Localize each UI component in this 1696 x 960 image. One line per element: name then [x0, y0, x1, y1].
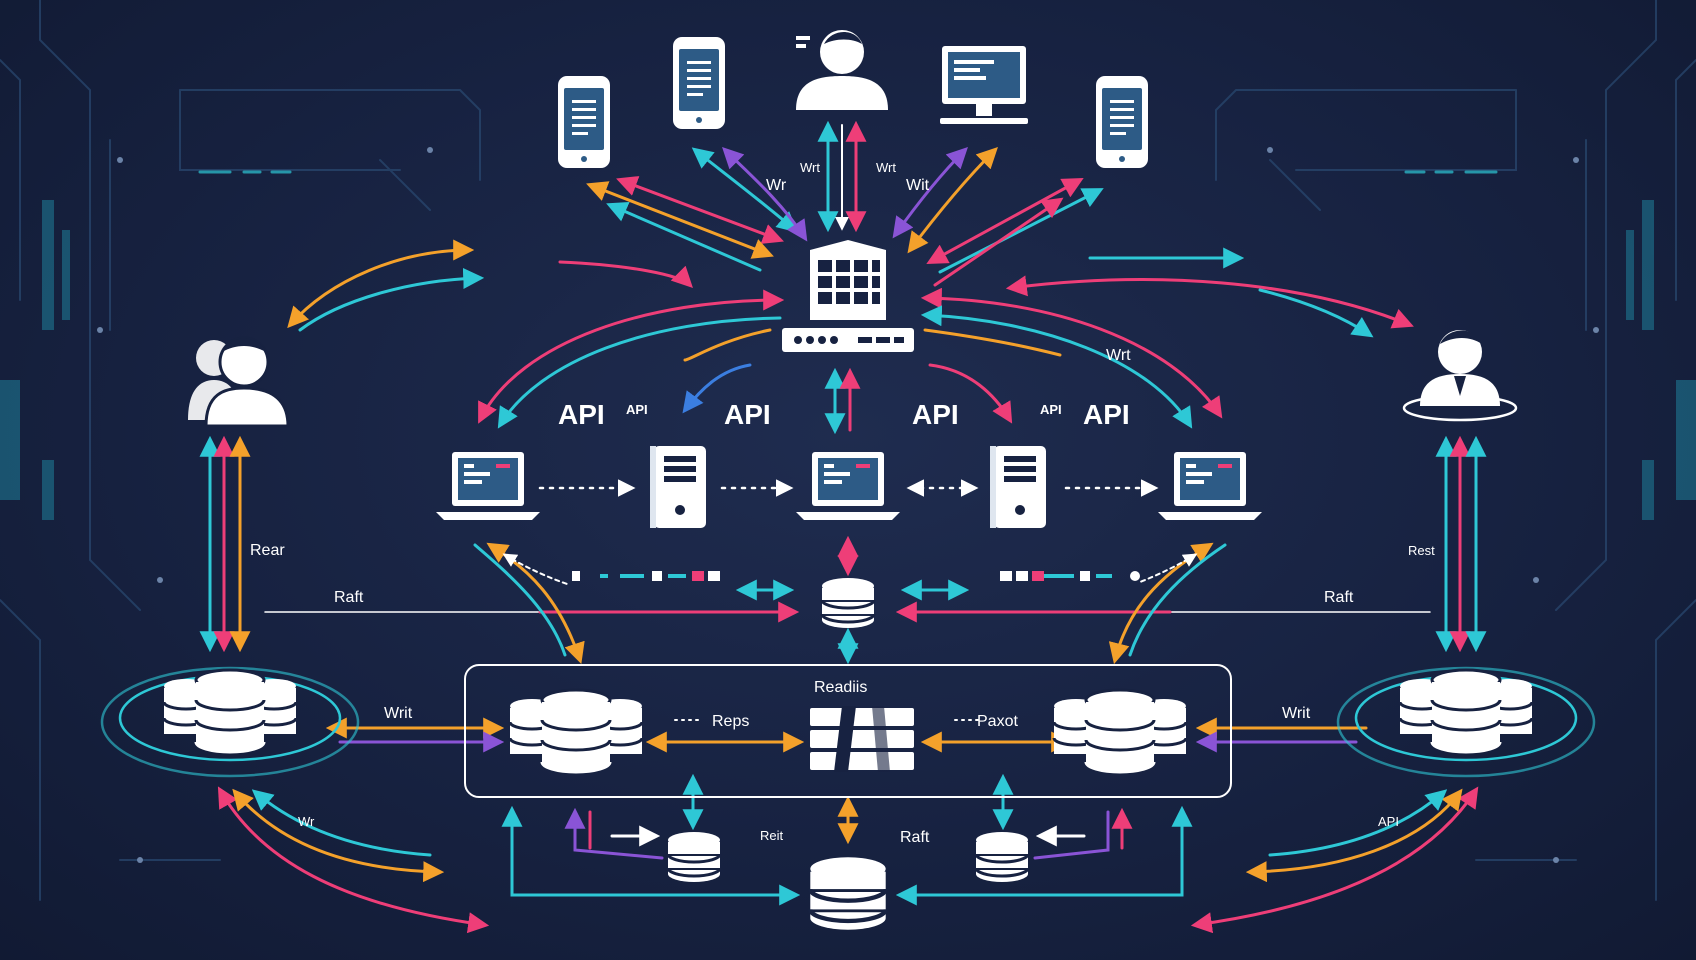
- label-rear: Rear: [250, 542, 285, 559]
- database-icon: [974, 830, 1030, 884]
- label-reps: Reps: [712, 713, 749, 730]
- label-raft: Raft: [1324, 589, 1354, 606]
- database-icon: [820, 576, 876, 630]
- redis-shards-icon: [810, 706, 914, 772]
- user-icon: [796, 30, 888, 110]
- database-icon: [508, 688, 644, 774]
- label-redis: Readiis: [814, 679, 867, 696]
- database-icon: [162, 668, 298, 754]
- laptop-icon: [436, 452, 540, 520]
- server-tower-icon: [650, 446, 706, 528]
- server-tower-icon: [990, 446, 1046, 528]
- label-api: API: [1083, 399, 1130, 430]
- background-circuit: [0, 0, 1696, 901]
- label-wrt: Wrt: [800, 160, 820, 175]
- label-writ: Writ: [384, 705, 413, 722]
- phone-icon: [558, 76, 610, 168]
- label-wrt: Wrt: [876, 160, 896, 175]
- label-wrt: Wrt: [1106, 347, 1131, 364]
- database-icon: [666, 830, 722, 884]
- label-api: API: [558, 399, 605, 430]
- label-reit: Reit: [760, 828, 784, 843]
- phone-icon: [673, 37, 725, 129]
- server-icon: [782, 240, 914, 352]
- user-group-icon: [188, 336, 290, 428]
- redis-cluster-box: [464, 664, 1232, 798]
- label-wit: Wit: [906, 177, 930, 194]
- label-paxot: Paxot: [977, 713, 1018, 730]
- desktop-icon: [940, 46, 1028, 124]
- label-api: API: [912, 399, 959, 430]
- label-api-small: API: [1040, 402, 1062, 417]
- label-rest: Rest: [1408, 543, 1435, 558]
- user-icon: [1420, 330, 1500, 406]
- database-icon: [810, 857, 885, 930]
- label-raft: Raft: [334, 589, 364, 606]
- database-icon: [1398, 668, 1534, 754]
- database-icon: [1052, 688, 1188, 774]
- label-api: API: [724, 399, 771, 430]
- cluster-rings: [100, 394, 1596, 778]
- label-api-small: API: [626, 402, 648, 417]
- phone-icon: [1096, 76, 1148, 168]
- connectors: [199, 120, 1487, 934]
- label-raft: Raft: [900, 829, 930, 846]
- laptop-icon: [796, 452, 900, 520]
- label-wr: Wr: [298, 814, 315, 829]
- laptop-icon: [1158, 452, 1262, 520]
- label-api-small: API: [1378, 814, 1399, 829]
- label-wr: Wr: [766, 177, 787, 194]
- label-writ: Writ: [1282, 705, 1311, 722]
